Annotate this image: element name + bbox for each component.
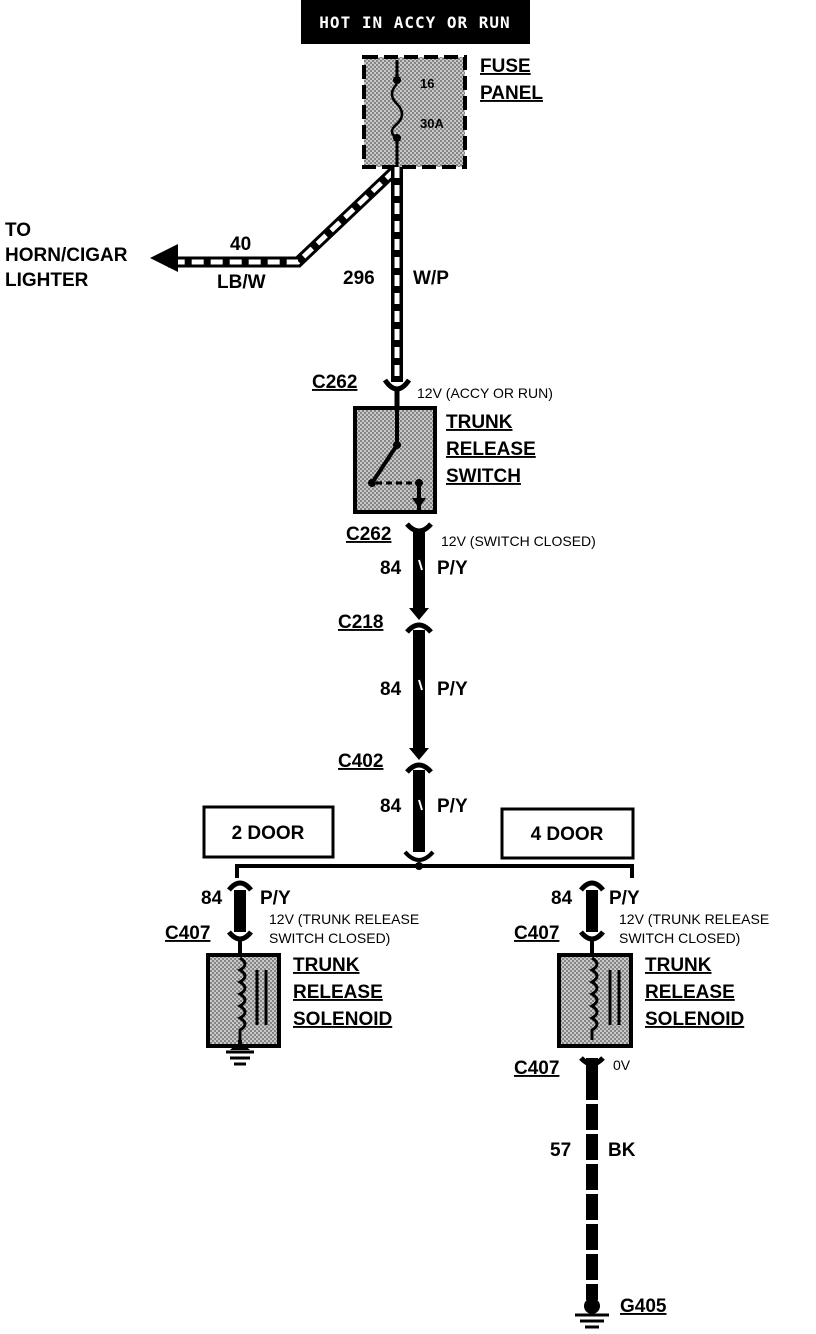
right-trunk-release-solenoid <box>557 953 633 1048</box>
fuse-number: 16 <box>420 76 434 91</box>
left-solenoid-label-3: SOLENOID <box>293 1009 392 1030</box>
solenoid-coil-icon <box>237 956 247 1040</box>
fuse-panel: 16 30A <box>362 55 467 169</box>
right-solenoid-color: P/Y <box>609 888 640 909</box>
two-door-variant-box: 2 DOOR <box>202 805 335 859</box>
right-solenoid-connector: C407 <box>514 923 559 944</box>
four-door-label: 4 DOOR <box>531 824 604 845</box>
segment3-color: P/Y <box>437 796 468 817</box>
connector-c262-top: C262 <box>312 372 357 393</box>
segment2-circuit: 84 <box>380 679 402 700</box>
left-trunk-release-solenoid <box>206 953 281 1048</box>
switch-input-voltage: 12V (ACCY OR RUN) <box>417 385 553 401</box>
power-source-label: HOT IN ACCY OR RUN <box>319 13 510 32</box>
connector-c262-bottom-icon <box>405 522 433 534</box>
left-solenoid-voltage-1: 12V (TRUNK RELEASE <box>269 911 419 927</box>
horn-branch-wire <box>150 166 399 272</box>
right-solenoid-circuit: 84 <box>551 888 573 909</box>
right-solenoid-voltage-1: 12V (TRUNK RELEASE <box>619 911 769 927</box>
right-solenoid-label-3: SOLENOID <box>645 1009 744 1030</box>
left-solenoid-ground-icon <box>226 1040 254 1066</box>
horn-wire-color: LB/W <box>217 272 266 293</box>
variant-split-bracket <box>235 864 634 878</box>
switch-label-line1: TRUNK <box>446 412 513 433</box>
main-feed-color: W/P <box>413 268 449 289</box>
segment1-circuit: 84 <box>380 558 402 579</box>
connector-c402: C402 <box>338 751 383 772</box>
four-door-variant-box: 4 DOOR <box>500 807 635 860</box>
right-solenoid-label-2: RELEASE <box>645 982 735 1003</box>
connector-c402-icon <box>405 748 433 774</box>
power-source-header: HOT IN ACCY OR RUN <box>301 0 530 44</box>
main-feed-circuit: 296 <box>343 268 375 289</box>
switch-label-line2: RELEASE <box>446 439 536 460</box>
two-door-label: 2 DOOR <box>232 823 305 844</box>
fuse-panel-label-2: PANEL <box>480 83 543 104</box>
left-solenoid-label-2: RELEASE <box>293 982 383 1003</box>
solenoid-coil-icon <box>589 956 599 1040</box>
ground-symbol-icon <box>575 1313 609 1329</box>
segment3-circuit: 84 <box>380 796 402 817</box>
left-solenoid-wire <box>227 880 253 955</box>
ground-circuit: 57 <box>550 1140 571 1161</box>
fuse-panel-label: FUSE <box>480 56 531 77</box>
right-solenoid-voltage-2: SWITCH CLOSED) <box>619 930 740 946</box>
ground-point-label: G405 <box>620 1296 667 1317</box>
right-solenoid-wire <box>579 880 605 955</box>
arrow-left-icon <box>150 244 178 272</box>
left-solenoid-circuit: 84 <box>201 888 223 909</box>
left-solenoid-voltage-2: SWITCH CLOSED) <box>269 930 390 946</box>
left-solenoid-label-1: TRUNK <box>293 955 360 976</box>
connector-c218: C218 <box>338 612 383 633</box>
fuse-element-icon <box>390 83 404 140</box>
switch-output-voltage: 12V (SWITCH CLOSED) <box>441 533 596 549</box>
segment2-color: P/Y <box>437 679 468 700</box>
left-solenoid-color: P/Y <box>260 888 291 909</box>
trunk-release-switch <box>353 406 437 514</box>
switch-contact-icon <box>370 443 399 485</box>
py-wire-segments <box>413 532 425 852</box>
fuse-rating: 30A <box>420 116 444 131</box>
segment1-color: P/Y <box>437 558 468 579</box>
ground-wire <box>579 1056 605 1314</box>
left-solenoid-connector: C407 <box>165 923 210 944</box>
ground-wire-color: BK <box>608 1140 636 1161</box>
connector-c262-bottom: C262 <box>346 524 391 545</box>
switch-label-line3: SWITCH <box>446 466 521 487</box>
horn-circuit-number: 40 <box>230 234 251 255</box>
horn-destination-line1: TO <box>5 220 31 241</box>
connector-c262-top-icon <box>382 378 412 392</box>
ground-connector: C407 <box>514 1058 559 1079</box>
right-solenoid-label-1: TRUNK <box>645 955 712 976</box>
horn-destination-line2: HORN/CIGAR <box>5 245 128 266</box>
connector-c218-icon <box>405 608 433 634</box>
horn-destination-line3: LIGHTER <box>5 270 89 291</box>
ground-voltage: 0V <box>613 1057 631 1073</box>
